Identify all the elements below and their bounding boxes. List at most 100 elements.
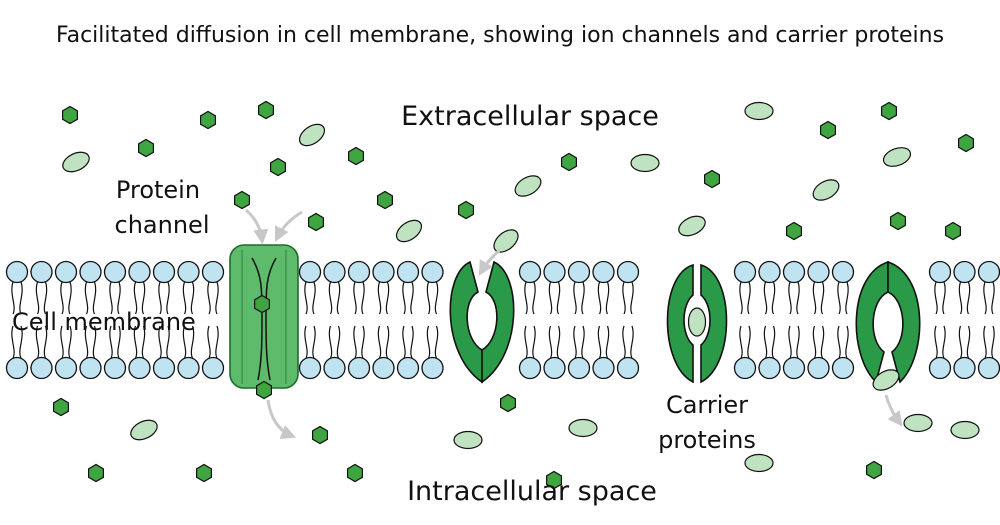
lipid-head <box>616 260 640 284</box>
molecule-particle <box>678 215 706 237</box>
ion-particle <box>957 133 975 153</box>
lipid-tail <box>573 281 577 315</box>
lipid-tail <box>43 325 48 359</box>
lipid-tail <box>556 325 561 359</box>
phospholipid <box>543 260 566 380</box>
protein-channel-body <box>229 244 299 389</box>
lipid-tail <box>434 325 439 359</box>
carrier-protein <box>449 260 515 384</box>
lipid-head <box>953 260 976 284</box>
extracellular-space-label: Extracellular space <box>401 101 659 132</box>
lipid-tail <box>385 325 390 359</box>
lipid-head <box>396 260 420 284</box>
ion-particle <box>138 138 154 158</box>
lipid-head <box>592 260 615 284</box>
lipid-head <box>396 356 420 380</box>
phospholipid <box>347 260 371 380</box>
phospholipid <box>831 260 855 380</box>
lipid-tail <box>190 281 195 315</box>
lipid-tail <box>966 325 971 359</box>
protein-channel-edge <box>241 250 287 384</box>
protein-channel-label-line2: channel <box>115 211 210 239</box>
molecule-particle <box>130 419 158 441</box>
molecule-particle <box>882 147 912 167</box>
lipid-tail <box>377 281 382 315</box>
lipid-head <box>807 260 830 284</box>
intracellular-space-label: Intracellular space <box>407 476 657 507</box>
lipid-tail <box>983 325 987 359</box>
lipid-tail <box>35 325 40 359</box>
lipid-head <box>79 260 102 284</box>
lipid-tail <box>597 325 602 359</box>
lipid-tail <box>158 325 162 359</box>
lipid-head <box>54 356 78 380</box>
phospholipid <box>103 260 127 380</box>
diffusion-arrows <box>245 208 903 440</box>
lipid-tail <box>133 325 138 359</box>
molecule-particle <box>62 151 90 173</box>
ion-particle <box>458 200 474 220</box>
molecule-particle <box>493 229 519 253</box>
lipid-tail <box>796 281 800 315</box>
lipid-tail <box>60 325 64 359</box>
lipid-tail <box>385 281 390 315</box>
lipid-tail <box>812 281 817 315</box>
lipid-tail <box>207 325 211 359</box>
phospholipid <box>758 260 781 380</box>
lipid-tail <box>141 281 146 315</box>
phospholipid <box>567 260 591 380</box>
lipid-tail <box>524 325 528 359</box>
protein-channel <box>229 244 299 389</box>
lipid-tail <box>402 325 406 359</box>
lipid-tail <box>934 281 938 315</box>
ion-particle <box>270 157 286 177</box>
lipid-tail <box>771 325 776 359</box>
lipid-head <box>758 260 781 284</box>
lipid-tail <box>353 325 357 359</box>
phospholipid <box>5 260 29 380</box>
lipid-tail <box>630 325 634 359</box>
phospholipid <box>616 260 640 380</box>
lipid-head <box>977 356 1000 380</box>
ion-particle <box>308 212 324 232</box>
lipid-tail <box>166 281 170 315</box>
phospholipid <box>298 260 322 380</box>
lipid-head <box>782 356 806 380</box>
ion-particle <box>254 294 270 314</box>
carrier-protein-half <box>855 260 889 384</box>
lipid-tail <box>812 325 817 359</box>
lipid-tail <box>845 325 849 359</box>
ion-particle <box>348 146 364 166</box>
phospholipid <box>323 260 346 380</box>
phospholipid <box>733 260 757 380</box>
lipid-tail <box>304 281 308 315</box>
molecule-particle <box>812 179 840 201</box>
lipid-tail <box>117 325 121 359</box>
molecule-particle <box>903 413 933 433</box>
ion-particle <box>347 463 363 483</box>
ion-particle <box>865 460 883 480</box>
lipid-head <box>128 260 151 284</box>
carrier-proteins-label-line2: proteins <box>658 426 756 454</box>
lipid-tail <box>739 281 743 315</box>
lipid-tail <box>133 281 138 315</box>
lipid-head <box>103 356 127 380</box>
phospholipid <box>201 260 225 380</box>
lipid-tail <box>983 281 987 315</box>
lipid-head <box>928 356 952 380</box>
lipid-head <box>177 356 200 380</box>
molecule-particle <box>568 418 598 438</box>
ion-particle <box>87 463 105 483</box>
lipid-tail <box>622 325 626 359</box>
phospholipid <box>396 260 420 380</box>
carrier-protein <box>855 260 921 384</box>
lipid-tail <box>43 281 48 315</box>
lipid-tail <box>966 281 971 315</box>
lipid-tail <box>556 281 561 315</box>
carrier-protein-half <box>481 260 515 384</box>
lipid-head <box>567 356 591 380</box>
lipid-tail <box>190 325 195 359</box>
lipid-tail <box>19 325 23 359</box>
